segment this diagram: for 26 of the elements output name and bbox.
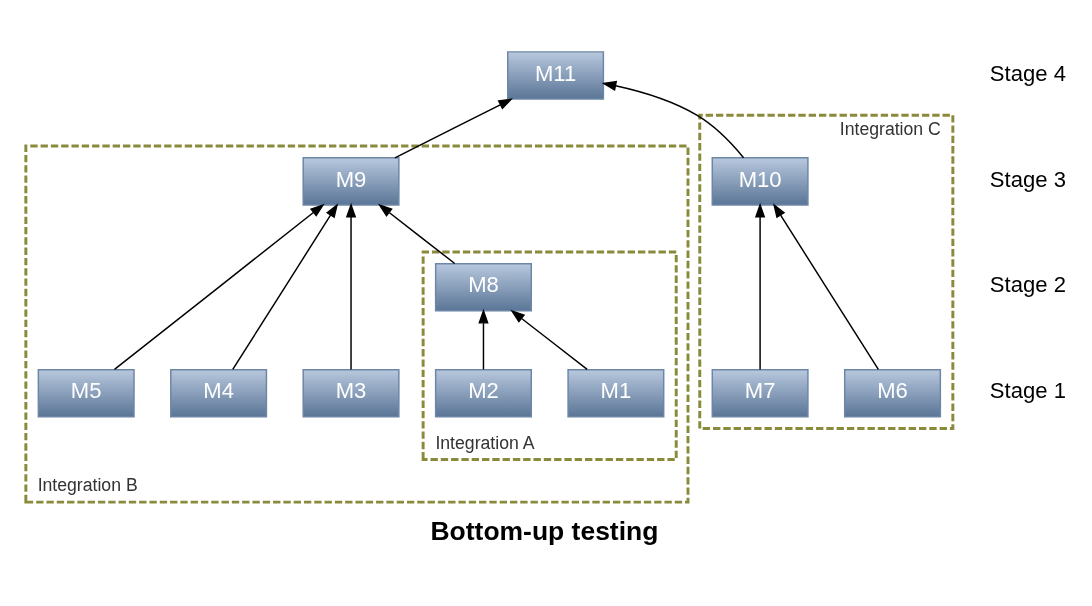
node-box: M7 — [711, 368, 809, 418]
arrow — [772, 202, 880, 370]
caption: Bottom-up testing — [430, 515, 659, 546]
node-box: M11 — [507, 50, 605, 100]
arrow — [394, 97, 514, 159]
label: Stage 3 — [989, 166, 1066, 192]
label: Stage 4 — [989, 60, 1066, 86]
node-box: M1 — [567, 368, 665, 418]
arrow — [113, 203, 325, 370]
arrow — [478, 308, 489, 370]
arrow — [232, 202, 339, 370]
node-box: M4 — [170, 368, 268, 418]
arrow — [377, 203, 456, 264]
arrow — [345, 202, 357, 370]
node-box: M10 — [711, 156, 809, 206]
label: Stage 1 — [989, 377, 1066, 403]
node-box: M3 — [302, 368, 400, 418]
node-box: M5 — [37, 368, 135, 418]
arrow — [601, 80, 745, 158]
node-box: M6 — [843, 368, 942, 418]
node-box: M9 — [302, 156, 400, 206]
arrow — [754, 202, 766, 370]
label: Stage 2 — [989, 271, 1066, 297]
node-box: M8 — [434, 262, 533, 312]
arrow — [510, 309, 588, 370]
node-box: M2 — [434, 368, 533, 418]
